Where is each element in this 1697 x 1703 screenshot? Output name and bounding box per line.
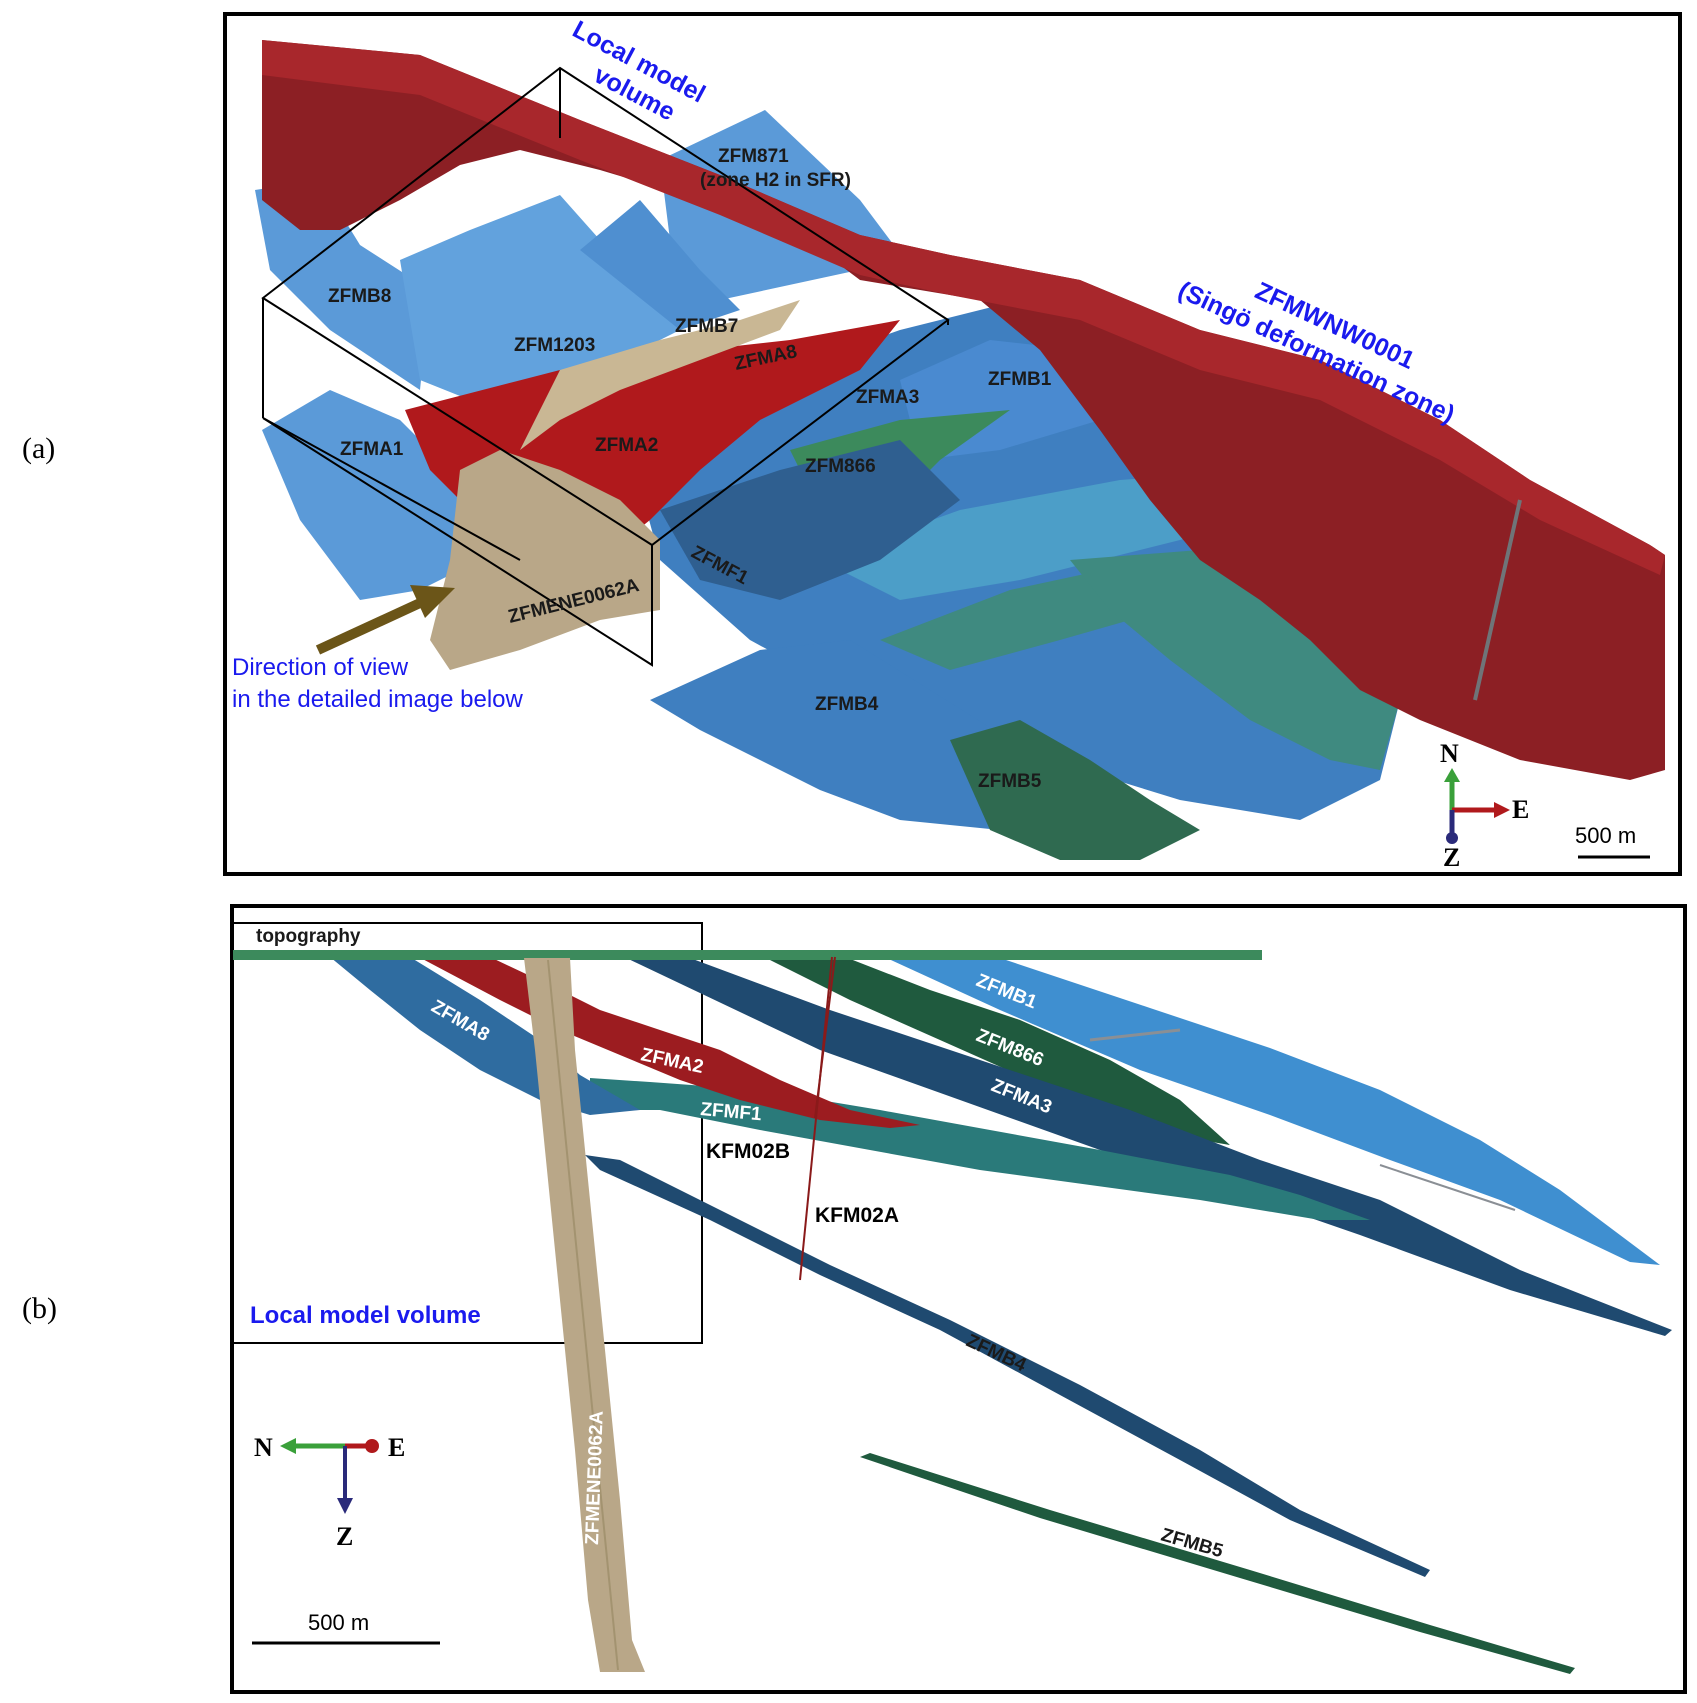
label-zfm871: ZFM871: [718, 146, 789, 167]
panel-b: topography Local model volume ZFMA8 ZFMA…: [230, 904, 1687, 1694]
label-kfm02a: KFM02A: [815, 1204, 899, 1227]
scale-a-label: 500 m: [1575, 823, 1636, 848]
compass-a: N E Z: [1440, 739, 1529, 872]
down-arrow-icon: [1446, 832, 1458, 844]
east-arrow-icon: [1494, 802, 1510, 818]
label-zfma3: ZFMA3: [856, 387, 919, 408]
label-zfm1203: ZFM1203: [514, 335, 595, 356]
zone-zfma1-surface: [262, 390, 480, 600]
zone-zfm1203-surface: [400, 195, 700, 400]
zone-b-zfma3: [620, 955, 1672, 1336]
singo-trace-line: [1473, 499, 1522, 701]
zone-b-zfmb1-trace-2: [1379, 1164, 1516, 1211]
zone-zfmb5-surface: [950, 720, 1200, 860]
zone-b-zfmb5: [860, 1453, 1575, 1674]
zone-zfmb8-surface: [255, 180, 430, 390]
label-zfm871-sub: (zone H2 in SFR): [700, 170, 851, 191]
down-arrow-icon: [337, 1498, 353, 1514]
panel-b-label: (b): [22, 1292, 57, 1325]
compass-b: N E Z: [254, 1433, 405, 1551]
panel-a-label: (a): [22, 432, 55, 465]
borehole-kfm02a: [799, 956, 833, 1281]
direction-arrow: [315, 585, 455, 655]
zone-zfmf1-surface: [660, 440, 960, 600]
label-local-model-b: Local model volume: [250, 1302, 481, 1329]
compass-b-n: N: [254, 1433, 273, 1462]
zone-b-zfmb1: [880, 955, 1660, 1265]
zone-singo-wall: [262, 40, 1665, 780]
compass-a-e: E: [1512, 795, 1529, 824]
direction-note-2: in the detailed image below: [232, 686, 524, 713]
zone-zfma8-surface: [520, 300, 800, 450]
zone-b-zfmene-edge: [547, 959, 619, 1671]
label-zfmb1: ZFMB1: [988, 369, 1052, 390]
label-zfmb7: ZFMB7: [675, 316, 738, 337]
label-b-zfmene: ZFMENE0062A: [582, 1410, 608, 1545]
zone-b-zfmene: [524, 958, 645, 1672]
label-zfma2: ZFMA2: [595, 435, 658, 456]
local-model-box-b: [232, 922, 703, 1344]
scale-b-label: 500 m: [308, 1610, 369, 1635]
label-zfma1: ZFMA1: [340, 439, 404, 460]
east-arrow-icon: [365, 1439, 379, 1453]
direction-note-1: Direction of view: [232, 654, 409, 681]
compass-a-z: Z: [1443, 843, 1460, 872]
zone-zfmb7-surface: [580, 200, 740, 330]
compass-a-n: N: [1440, 739, 1459, 768]
zone-b-zfm866: [760, 955, 1230, 1145]
zone-b-zfmb1-trace: [1089, 1028, 1181, 1042]
north-arrow-icon: [1444, 768, 1460, 782]
label-zfm866: ZFM866: [805, 456, 876, 477]
zone-b-zfmb4: [585, 1155, 1430, 1577]
topography-surface: [233, 950, 1262, 960]
panel-a: Local model volume ZFMWNW0001 (Singö def…: [223, 12, 1682, 876]
label-zfmb8: ZFMB8: [328, 286, 391, 307]
north-arrow-icon: [280, 1438, 296, 1454]
label-zfmb4: ZFMB4: [815, 694, 879, 715]
zone-zfmene0062a-surface: [430, 450, 660, 670]
label-topography: topography: [256, 926, 361, 947]
local-model-box: [261, 66, 950, 667]
label-zfmb5: ZFMB5: [978, 771, 1042, 792]
compass-b-z: Z: [336, 1522, 353, 1551]
label-kfm02b: KFM02B: [706, 1140, 790, 1163]
compass-b-e: E: [388, 1433, 405, 1462]
zone-b-zfmf1: [590, 1078, 1370, 1220]
